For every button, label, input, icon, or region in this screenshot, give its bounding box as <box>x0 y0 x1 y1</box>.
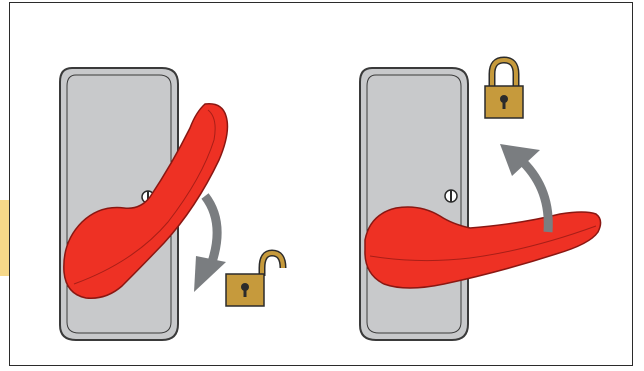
turn-screw-right <box>445 190 457 202</box>
lever-handle-horizontal <box>365 207 601 288</box>
door-plate-right <box>360 68 468 340</box>
panel-lock <box>360 60 601 340</box>
padlock-open-icon <box>226 253 283 306</box>
arrow-down-icon <box>194 196 226 292</box>
padlock-closed-icon <box>485 60 523 118</box>
panel-unlock <box>60 68 283 340</box>
